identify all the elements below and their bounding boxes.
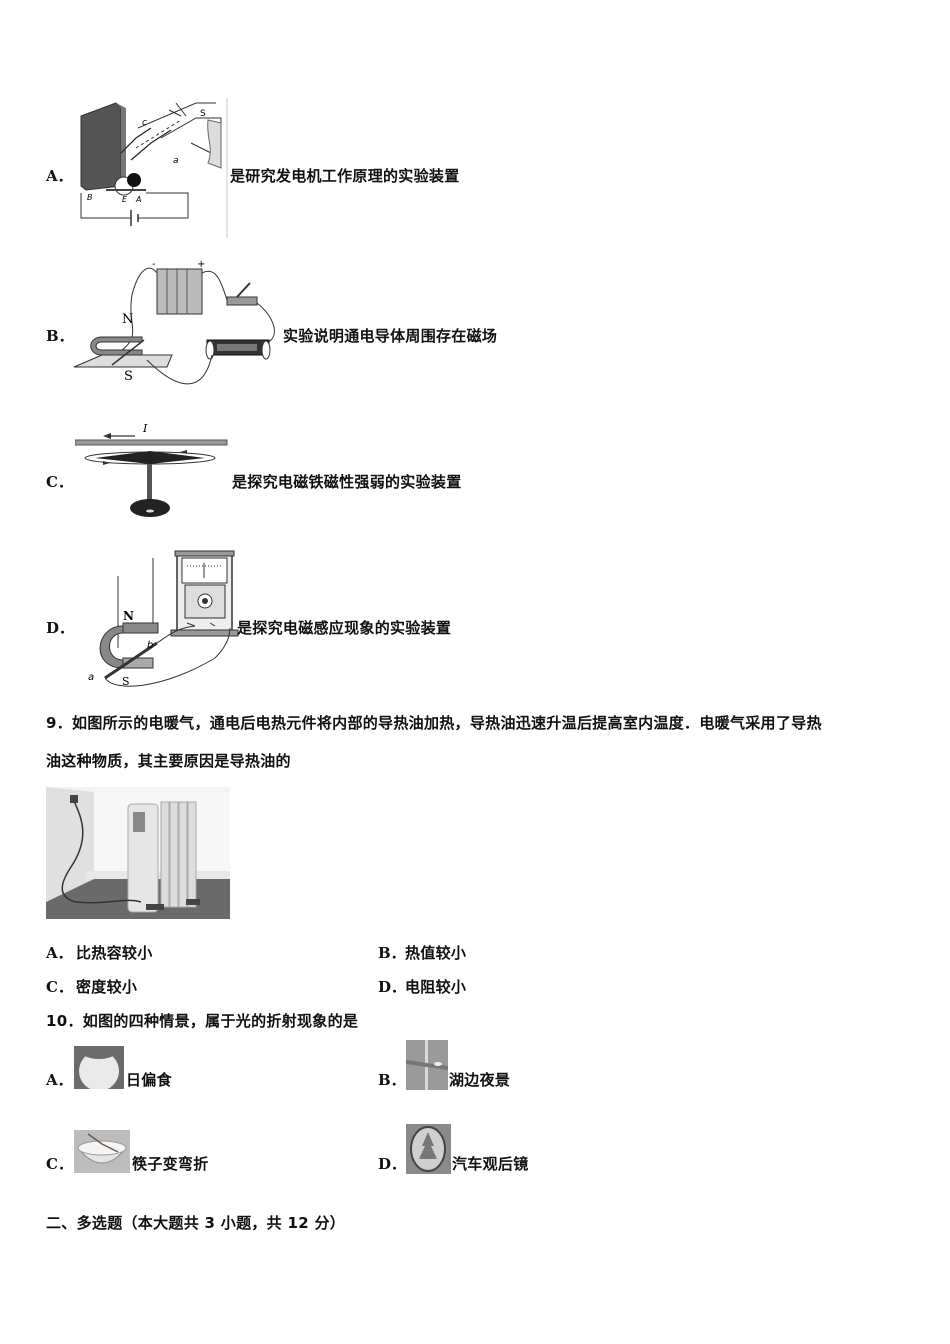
- q10-option-b-text[interactable]: 湖边夜景: [449, 1071, 511, 1089]
- option-a-text: 是研究发电机工作原理的实验装置: [230, 167, 460, 185]
- svg-text:A: A: [135, 195, 141, 204]
- option-c-label: C．: [46, 473, 73, 491]
- battery-magnet-circuit-figure: - + N S: [72, 255, 282, 395]
- oersted-compass-figure: I: [75, 418, 230, 523]
- q9-option-b-label: B．: [378, 944, 406, 962]
- lakeside-night-thumbnail: [406, 1040, 448, 1090]
- q9-stem-line1: 9．如图所示的电暖气，通电后电热元件将内部的导热油加热，导热油迅速升温后提高室内…: [46, 714, 822, 732]
- svg-text:I: I: [142, 422, 148, 435]
- car-rearview-mirror-thumbnail: [406, 1124, 451, 1174]
- q10-option-d-text[interactable]: 汽车观后镜: [452, 1155, 529, 1173]
- q9-option-d-label: D．: [378, 978, 407, 996]
- motor-apparatus-figure: c S a B E A: [76, 98, 231, 238]
- q9-option-a-label: A．: [46, 944, 73, 962]
- bent-chopsticks-bowl-thumbnail: [74, 1130, 130, 1173]
- option-a-label: A．: [46, 167, 73, 185]
- option-b-text: 实验说明通电导体周围存在磁场: [283, 327, 498, 345]
- svg-text:E: E: [122, 195, 128, 204]
- q9-stem-line2: 油这种物质，其主要原因是导热油的: [46, 752, 291, 770]
- section-heading: 二、多选题（本大题共 3 小题，共 12 分）: [46, 1214, 346, 1232]
- option-d-text: 是探究电磁感应现象的实验装置: [237, 619, 452, 637]
- q10-option-d-label: D．: [378, 1155, 407, 1173]
- option-b-label: B．: [46, 327, 74, 345]
- svg-text:N: N: [123, 609, 134, 623]
- q10-option-c-label: C．: [46, 1155, 73, 1173]
- q10-stem: 10．如图的四种情景，属于光的折射现象的是: [46, 1012, 359, 1030]
- svg-text:c: c: [142, 118, 147, 128]
- q9-option-b-text[interactable]: 热值较小: [405, 944, 467, 962]
- q9-option-c-label: C．: [46, 978, 73, 996]
- partial-solar-eclipse-thumbnail: [74, 1046, 124, 1089]
- galvanometer-magnet-figure: N b a S: [85, 548, 240, 693]
- q10-option-c-text[interactable]: 筷子变弯折: [132, 1155, 209, 1173]
- svg-text:N: N: [122, 312, 133, 327]
- q10-option-b-label: B．: [378, 1071, 406, 1089]
- svg-text:S: S: [124, 369, 133, 384]
- q9-option-d-text[interactable]: 电阻较小: [405, 978, 467, 996]
- svg-text:B: B: [87, 193, 93, 202]
- svg-text:a: a: [88, 672, 94, 683]
- q9-option-c-text[interactable]: 密度较小: [76, 978, 138, 996]
- q9-option-a-text[interactable]: 比热容较小: [76, 944, 153, 962]
- svg-text:a: a: [173, 156, 179, 166]
- svg-text:S: S: [200, 109, 206, 119]
- q10-option-a-text[interactable]: 日偏食: [126, 1071, 172, 1089]
- option-c-text: 是探究电磁铁磁性强弱的实验装置: [232, 473, 462, 491]
- svg-text:b: b: [147, 640, 153, 651]
- oil-heater-photo: [46, 787, 230, 919]
- option-d-label: D．: [46, 619, 75, 637]
- q10-option-a-label: A．: [46, 1071, 73, 1089]
- svg-text:+: +: [197, 259, 205, 270]
- svg-text:S: S: [122, 675, 130, 688]
- svg-text:-: -: [152, 259, 156, 270]
